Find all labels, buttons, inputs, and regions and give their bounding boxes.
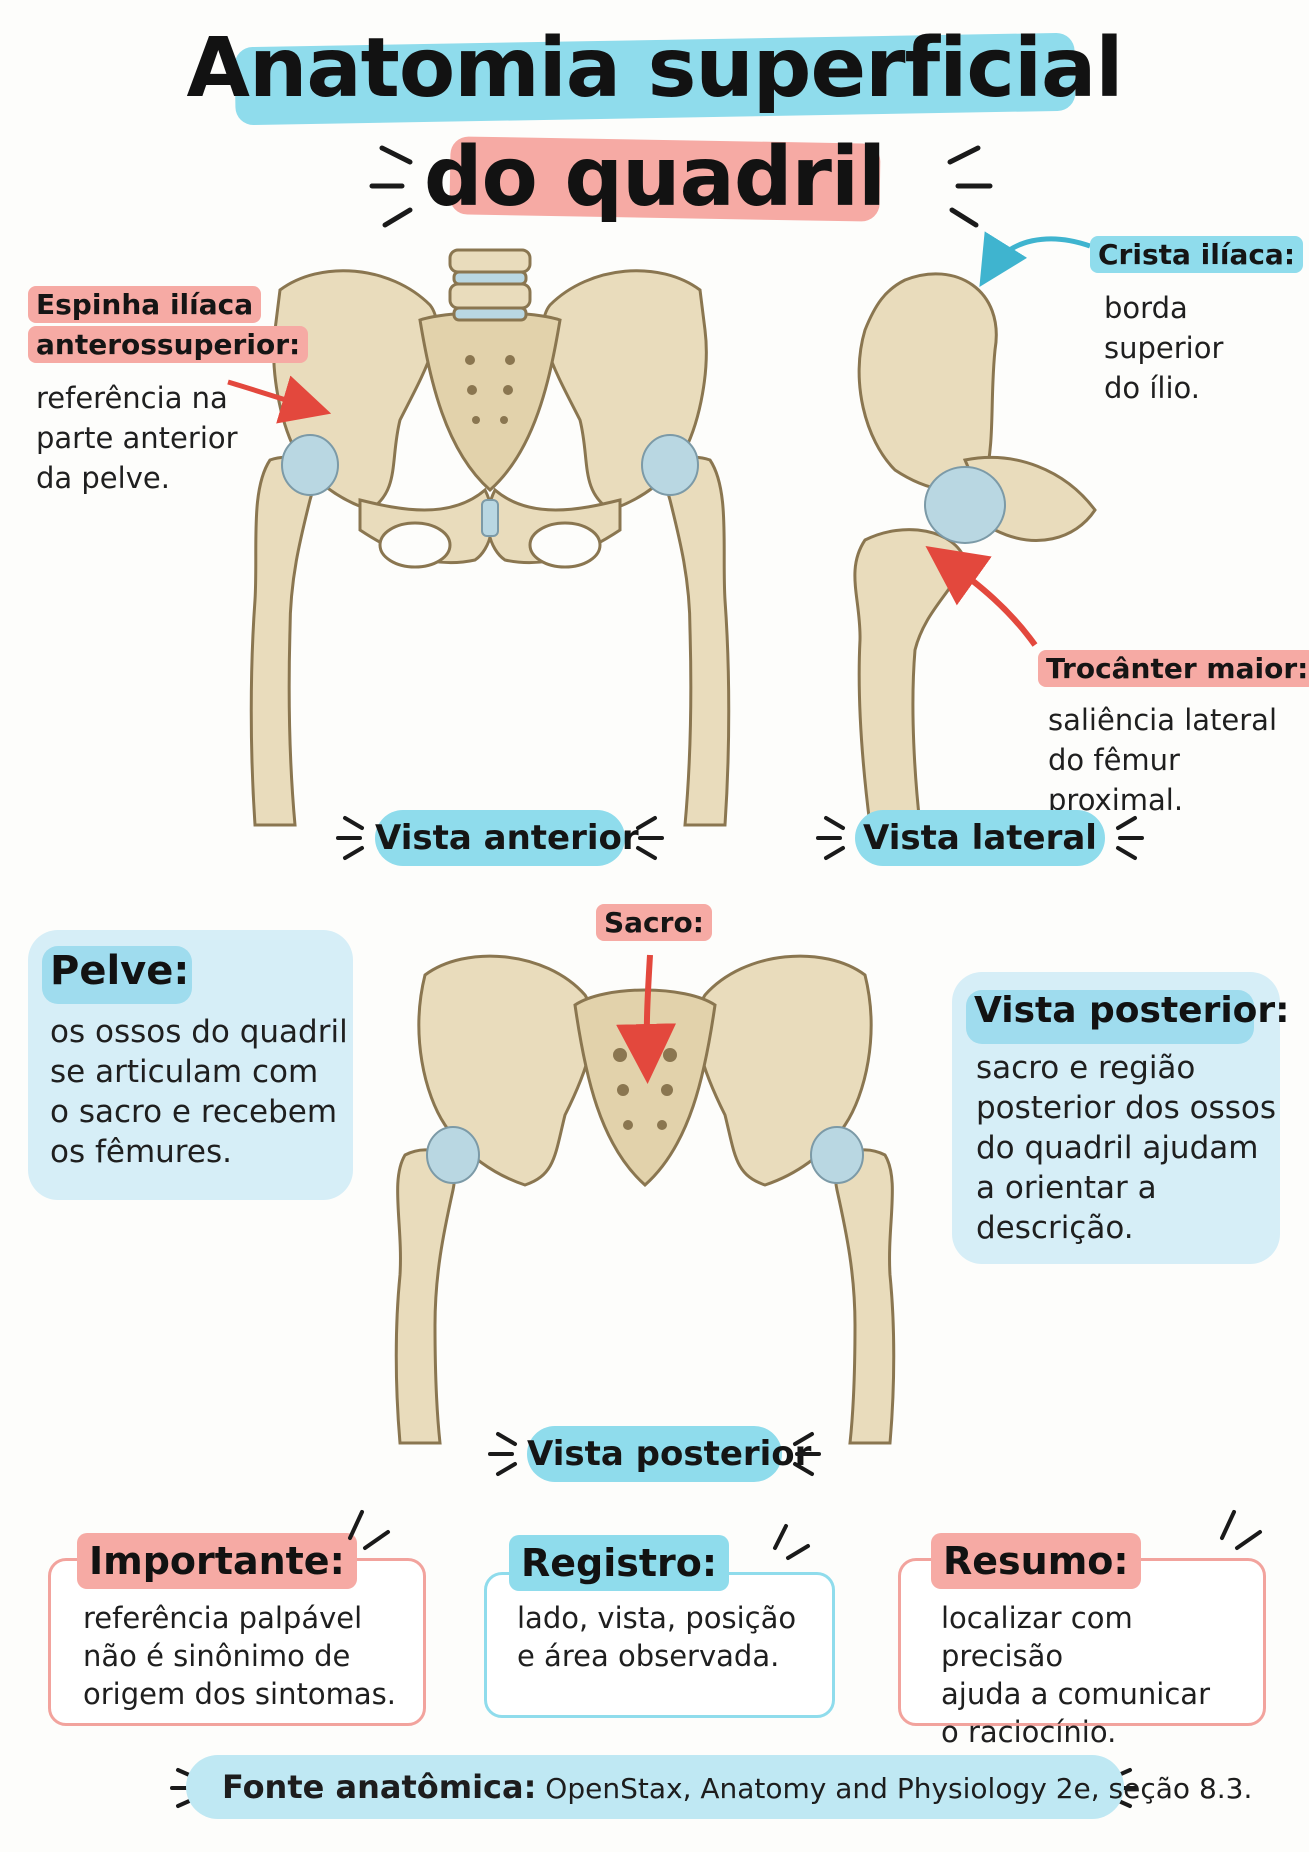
pelve-title-highlight (42, 946, 192, 1004)
resumo-text: localizar com precisão ajuda a comunicar… (941, 1601, 1210, 1749)
view-lateral-pill: Vista lateral (855, 810, 1105, 866)
pelve-card-title: Pelve: (50, 948, 190, 994)
resumo-box: Resumo: localizar com precisão ajuda a c… (898, 1533, 1266, 1749)
vista-posterior-card-text: sacro e região posterior dos ossos do qu… (976, 1050, 1276, 1246)
view-posterior-pill: Vista posterior (527, 1426, 811, 1482)
source-citation: OpenStax, Anatomy and Physiology 2e, seç… (545, 1772, 1253, 1805)
registro-title: Registro: (509, 1535, 730, 1591)
trochanter-description: saliência lateral do fêmur proximal. (1048, 703, 1277, 817)
title-block: Anatomia superficial do quadril (0, 0, 1309, 240)
source-footer: Fonte anatômica: OpenStax, Anatomy and P… (186, 1755, 1252, 1819)
title-sparkle-icon (369, 145, 993, 228)
resumo-title: Resumo: (931, 1533, 1141, 1589)
vista-posterior-title-highlight (966, 990, 1254, 1044)
trochanter-label: Trocânter maior: (1038, 650, 1309, 687)
pelve-card-text: os ossos do quadril se articulam com o s… (50, 1014, 348, 1170)
title-line-1: Anatomia superficial (186, 21, 1123, 116)
registro-text: lado, vista, posição e área observada. (517, 1601, 797, 1673)
registro-box: Registro: lado, vista, posição e área ob… (484, 1535, 835, 1718)
iliac-crest-label: Crista ilíaca: (1090, 236, 1304, 273)
vista-posterior-card: Vista posterior: sacro e região posterio… (952, 972, 1290, 1264)
title-line-2: do quadril (423, 130, 886, 225)
source-label: Fonte anatômica: (222, 1768, 537, 1806)
source-footer-text: Fonte anatômica: OpenStax, Anatomy and P… (222, 1755, 1252, 1821)
view-anterior-pill: Vista anterior (375, 810, 639, 866)
vista-posterior-card-title: Vista posterior: (974, 990, 1290, 1031)
asis-label-line-2: anterossuperior: (28, 326, 309, 363)
pelvis-anterior-illustration (249, 248, 731, 827)
asis-description: referência na parte anterior da pelve. (36, 381, 238, 495)
importante-box: Importante: referência palpável não é si… (48, 1533, 426, 1726)
asis-label-line-1: Espinha ilíaca (28, 286, 262, 323)
importante-text: referência palpável não é sinônimo de or… (83, 1601, 396, 1711)
iliac-crest-arrow (979, 231, 1091, 287)
pelve-card: Pelve: os ossos do quadril se articulam … (28, 930, 353, 1200)
pelvis-posterior-illustration (394, 954, 896, 1445)
iliac-crest-description: borda superior do ílio. (1104, 291, 1224, 405)
importante-title: Importante: (77, 1533, 357, 1589)
sacrum-label: Sacro: (596, 904, 712, 941)
